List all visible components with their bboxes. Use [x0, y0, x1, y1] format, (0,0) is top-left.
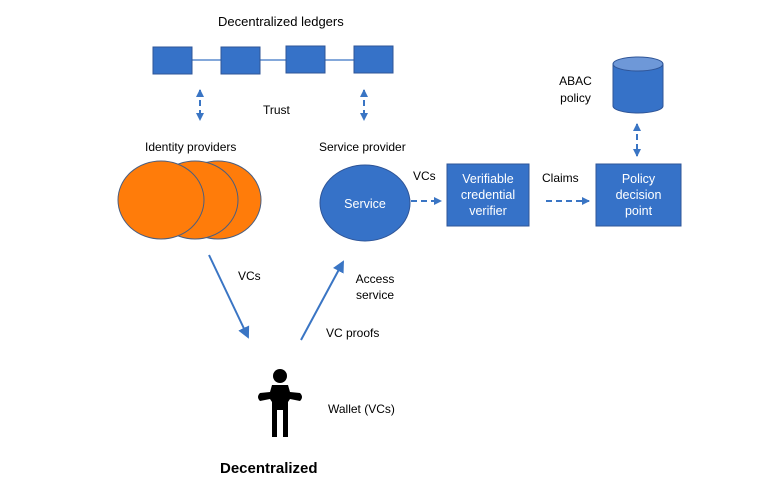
- edge-label-vc-proofs: VC proofs: [326, 326, 380, 340]
- verifier-box: [446, 163, 530, 227]
- service-node: [319, 164, 411, 242]
- ledger-block-3: [285, 45, 326, 74]
- abac-label-line1: ABAC: [559, 74, 592, 88]
- service-label: Service: [344, 197, 386, 211]
- pdp-label-line3: point: [624, 204, 653, 218]
- pdp-label: Policy decision point: [596, 171, 681, 219]
- verifier-label-line3: verifier: [469, 204, 507, 218]
- ledger-block-4: [353, 45, 394, 74]
- diagram-title: Decentralized: [220, 460, 318, 477]
- identity-provider-1: [117, 160, 205, 240]
- abac-label: ABAC policy: [553, 73, 598, 107]
- edge-label-access-service: Access service: [349, 271, 401, 303]
- verifier-label: Verifiable credential verifier: [447, 171, 529, 219]
- arrow-idp-to-wallet: [208, 254, 250, 339]
- verifier-label-line1: Verifiable: [462, 172, 514, 186]
- ledger-block-2: [220, 46, 261, 75]
- pdp-label-line2: decision: [615, 188, 662, 202]
- edge-label-claims: Claims: [542, 171, 579, 185]
- identity-providers-label: Identity providers: [145, 140, 237, 154]
- wallet-label: Wallet (VCs): [328, 402, 395, 416]
- abac-policy-database-icon: [612, 56, 664, 114]
- arrow-wallet-to-service: [300, 260, 344, 341]
- pdp-label-line1: Policy: [621, 172, 656, 186]
- person-icon: [258, 369, 302, 437]
- pdp-box: [595, 163, 682, 227]
- abac-label-line2: policy: [560, 91, 591, 105]
- verifier-label-line2: credential: [460, 188, 516, 202]
- edge-label-access: Access: [355, 272, 395, 286]
- trust-label: Trust: [263, 103, 290, 117]
- ledger-label: Decentralized ledgers: [218, 14, 344, 29]
- edge-label-vcs-top: VCs: [413, 169, 436, 183]
- service-provider-label: Service provider: [319, 140, 406, 154]
- edge-label-service: service: [355, 288, 394, 302]
- ledger-block-1: [152, 46, 193, 75]
- edge-label-vcs-idp: VCs: [238, 269, 261, 283]
